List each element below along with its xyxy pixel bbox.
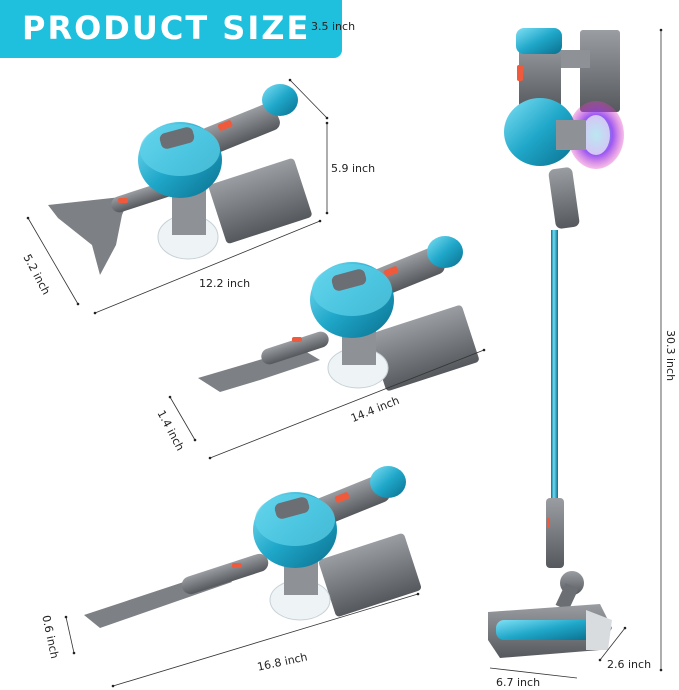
stick-vacuum (488, 28, 624, 658)
dimension-endpoints (26, 28, 663, 688)
dimension-lines (27, 30, 662, 687)
handheld-vacuum-3 (84, 466, 422, 628)
handheld-vacuum-2 (198, 236, 479, 392)
handheld-vacuum-1 (48, 84, 312, 275)
dim-stick-head-depth: 2.6 inch (607, 658, 652, 671)
dim-stick-head-width: 6.7 inch (496, 676, 541, 689)
banner-title: PRODUCT SIZE (22, 9, 311, 47)
product-size-banner: PRODUCT SIZE (0, 0, 342, 58)
dim-hh1-depth: 3.5 inch (311, 20, 356, 33)
dim-hh1-length: 12.2 inch (199, 277, 251, 290)
dim-hh1-height: 5.9 inch (331, 162, 376, 175)
dim-stick-height: 30.3 inch (664, 330, 677, 382)
